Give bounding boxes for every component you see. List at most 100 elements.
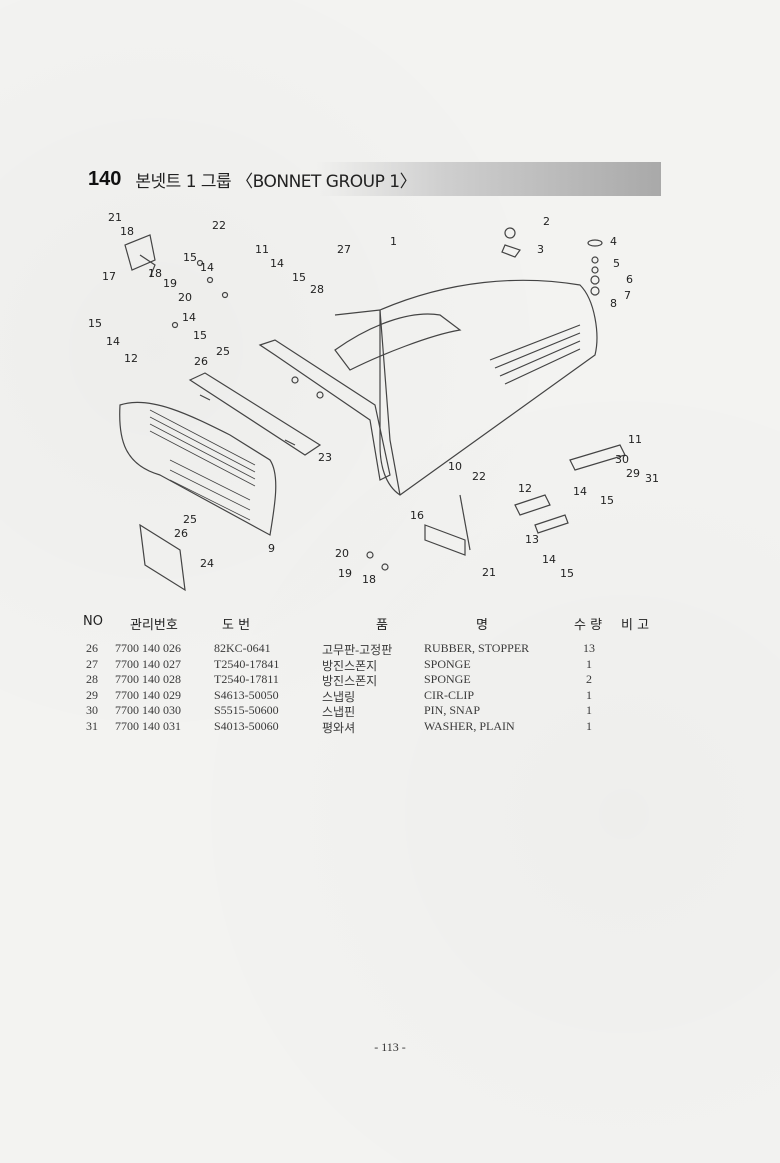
page-number: - 113 - (374, 1040, 406, 1054)
svg-text:28: 28 (310, 283, 324, 296)
table-row: 26 7700 140 026 82KC-0641 고무판-고정판 RUBBER… (0, 641, 780, 657)
table-row: 27 7700 140 027 T2540-17841 방진스폰지 SPONGE… (0, 657, 780, 673)
svg-text:15: 15 (193, 329, 207, 342)
svg-text:20: 20 (178, 291, 192, 304)
svg-text:3: 3 (537, 243, 544, 256)
svg-text:15: 15 (183, 251, 197, 264)
table-row: 31 7700 140 031 S4013-50060 평와셔 WASHER, … (0, 719, 780, 735)
table-row: 29 7700 140 029 S4613-50050 스냅링 CIR-CLIP… (0, 688, 780, 704)
row-name-ko: 고무판-고정판 (322, 643, 393, 657)
svg-text:20: 20 (335, 547, 349, 560)
row-qty: 13 (583, 641, 595, 655)
row-qty: 1 (586, 687, 592, 702)
bonnet-drawing (119, 227, 626, 592)
header-drawing-number: 도 번 (222, 618, 251, 633)
section-header: 140 본넷트 1 그룹 〈BONNET GROUP 1〉 (86, 162, 661, 196)
svg-text:29: 29 (626, 467, 640, 480)
svg-text:14: 14 (200, 261, 214, 274)
svg-text:26: 26 (174, 527, 188, 540)
row-no: 30 (86, 703, 98, 718)
row-qty: 1 (586, 656, 592, 671)
svg-text:6: 6 (626, 273, 633, 286)
row-drawing-no: S5515-50600 (214, 703, 279, 718)
side-vents (489, 324, 581, 385)
row-part-id: 7700 140 030 (115, 703, 181, 718)
row-name-en: SPONGE (424, 672, 471, 687)
bonnet-shell (379, 279, 598, 496)
section-title: 본넷트 1 그룹 〈BONNET GROUP 1〉 (135, 171, 417, 192)
svg-text:17: 17 (102, 270, 116, 283)
front-grille (119, 401, 277, 536)
row-no: 29 (86, 687, 98, 702)
svg-text:21: 21 (108, 211, 122, 224)
row-part-id: 7700 140 027 (115, 656, 181, 671)
row-part-id: 7700 140 029 (115, 687, 181, 702)
support-frame (258, 339, 391, 481)
row-name-en: PIN, SNAP (424, 703, 481, 718)
header-remarks: 비 고 (621, 618, 650, 633)
svg-text:25: 25 (216, 345, 230, 358)
header-part-name: 품 (376, 618, 388, 633)
svg-text:23: 23 (318, 451, 332, 464)
svg-text:7: 7 (624, 289, 631, 302)
svg-text:11: 11 (255, 243, 269, 256)
row-qty: 2 (586, 672, 592, 687)
svg-text:26: 26 (194, 355, 208, 368)
svg-text:27: 27 (337, 243, 351, 256)
row-name-ko: 스냅링 (322, 689, 356, 704)
svg-text:9: 9 (268, 542, 275, 555)
svg-text:15: 15 (600, 494, 614, 507)
bracket-18 (124, 234, 156, 271)
svg-text:19: 19 (163, 277, 177, 290)
bracket-13 (534, 514, 569, 534)
svg-text:18: 18 (362, 573, 376, 586)
row-drawing-no: S4613-50050 (214, 687, 279, 702)
svg-text:24: 24 (200, 557, 214, 570)
row-drawing-no: T2540-17841 (214, 656, 280, 671)
svg-text:14: 14 (573, 485, 587, 498)
svg-text:14: 14 (182, 311, 196, 324)
svg-text:25: 25 (183, 513, 197, 526)
svg-text:10: 10 (448, 460, 462, 473)
svg-text:15: 15 (88, 317, 102, 330)
svg-text:14: 14 (542, 553, 556, 566)
row-name-ko: 방진스폰지 (322, 658, 378, 673)
bonnet-top-panel (334, 313, 462, 371)
row-qty: 1 (586, 703, 592, 718)
bracket-16 (424, 524, 466, 556)
bracket-12 (514, 494, 551, 516)
row-no: 26 (86, 641, 98, 655)
svg-text:19: 19 (338, 567, 352, 580)
row-no: 31 (86, 718, 98, 733)
row-drawing-no: 82KC-0641 (214, 641, 271, 655)
header-name: 명 (476, 618, 488, 633)
row-name-en: RUBBER, STOPPER (424, 641, 530, 655)
row-part-id: 7700 140 026 (115, 641, 181, 655)
bonnet-edge (379, 309, 401, 496)
row-name-en: CIR-CLIP (424, 687, 475, 702)
parts-table-header: NO 관리번호 도 번 품 명 수 량 비 고 (0, 614, 780, 634)
row-part-id: 7700 140 031 (115, 718, 181, 733)
svg-text:14: 14 (270, 257, 284, 270)
section-number: 140 (88, 167, 122, 190)
svg-text:8: 8 (610, 297, 617, 310)
svg-text:15: 15 (292, 271, 306, 284)
row-part-id: 7700 140 028 (115, 672, 181, 687)
svg-text:5: 5 (613, 257, 620, 270)
svg-text:1: 1 (390, 235, 397, 248)
svg-text:30: 30 (615, 453, 629, 466)
svg-text:31: 31 (645, 472, 659, 485)
row-name-en: WASHER, PLAIN (424, 718, 515, 733)
row-name-ko: 스냅핀 (322, 705, 356, 720)
row-name-ko: 방진스폰지 (322, 674, 378, 689)
svg-text:2: 2 (543, 215, 550, 228)
row-no: 27 (86, 656, 98, 671)
svg-text:22: 22 (212, 219, 226, 232)
svg-text:4: 4 (610, 235, 617, 248)
header-no: NO (83, 614, 103, 629)
svg-text:12: 12 (124, 352, 138, 365)
row-qty: 1 (586, 718, 592, 733)
